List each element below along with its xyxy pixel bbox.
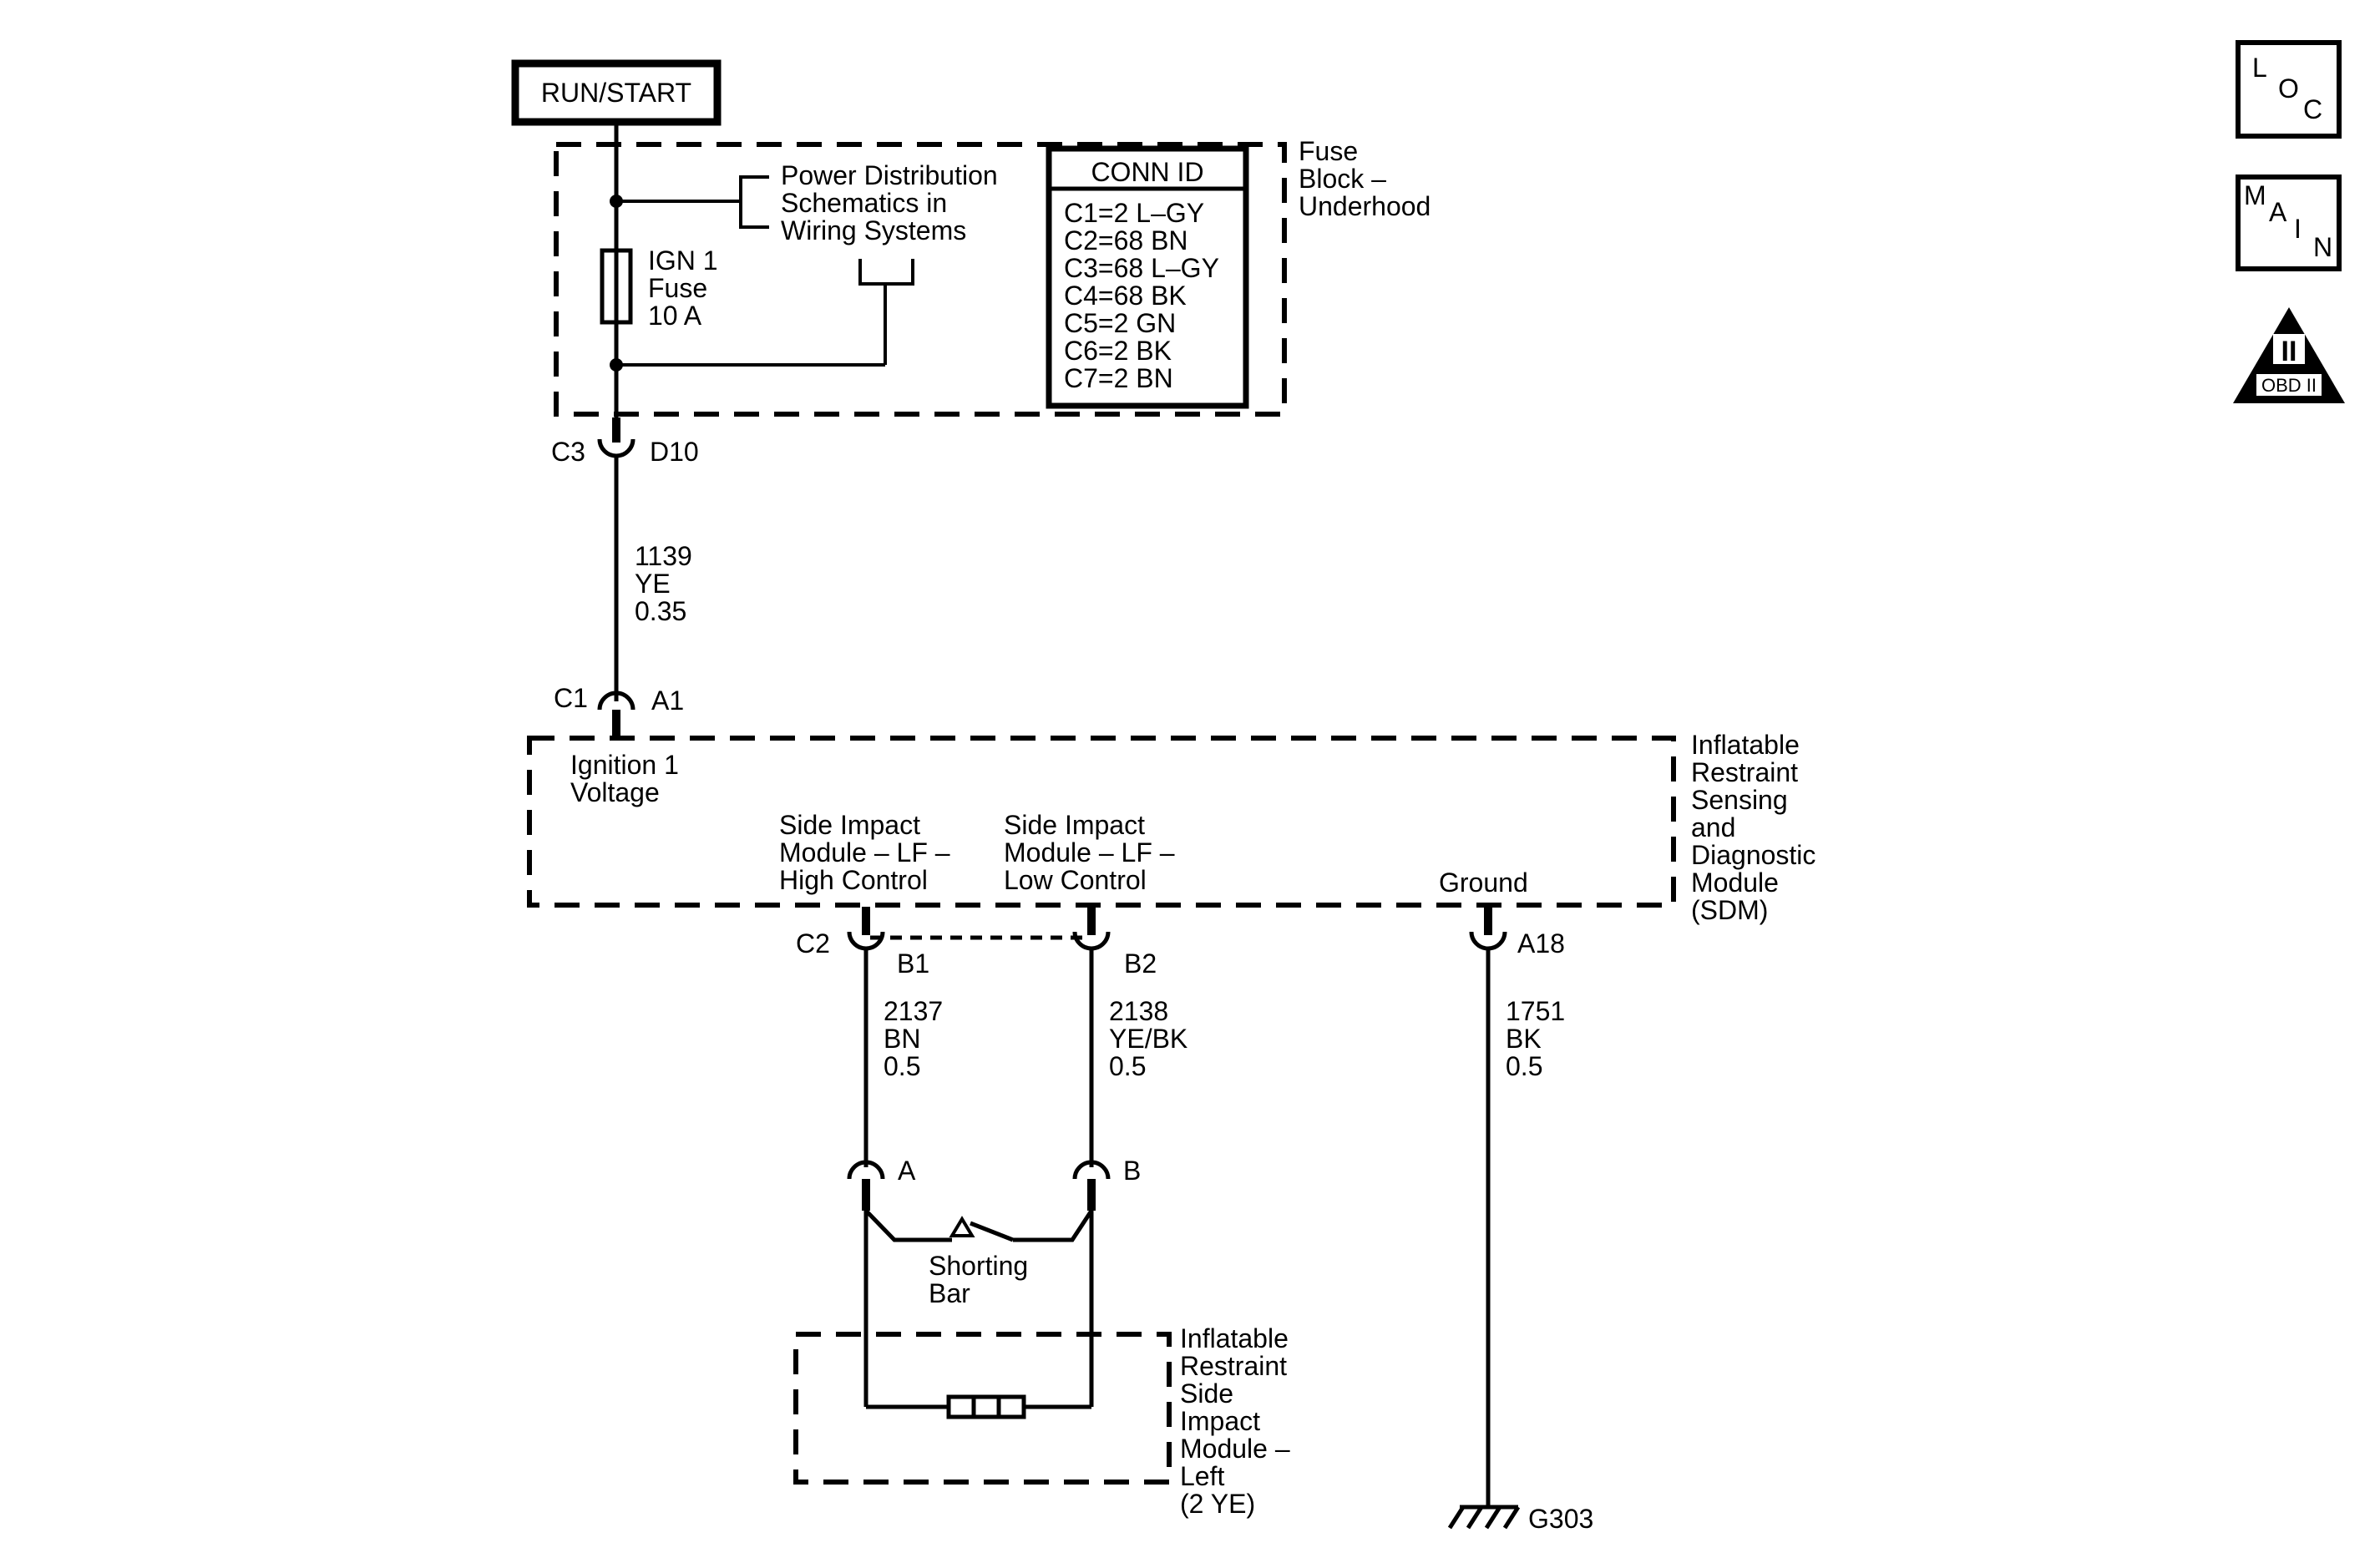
svg-text:A: A (2269, 197, 2287, 227)
run-start-label: RUN/START (541, 78, 691, 108)
power-distribution-bracket (739, 175, 769, 229)
svg-text:I: I (2294, 214, 2302, 244)
side-impact-module: Inflatable Restraint Side Impact Module … (793, 1323, 1298, 1519)
sdm-high-control-label: Side Impact Module – LF – High Control (779, 810, 957, 895)
wire-2137-label: 2137 BN 0.5 (884, 996, 950, 1081)
svg-text:M: M (2244, 180, 2266, 210)
main-icon[interactable]: M A I N (2236, 175, 2342, 271)
sdm-label: Inflatable Restraint Sensing and Diagnos… (1691, 730, 1823, 925)
svg-text:O: O (2278, 73, 2299, 104)
ground-g303-label: G303 (1528, 1504, 1593, 1534)
connector-d10-label: D10 (650, 437, 699, 467)
obd-ii-icon[interactable]: II OBD II (2233, 307, 2345, 403)
fuse-block-underhood: Fuse Block – Underhood Power Distributio… (554, 122, 1431, 443)
connector-a1-label: A1 (651, 685, 684, 716)
connector-c2-label: C2 (796, 928, 830, 959)
ground-icon (1447, 1505, 1521, 1530)
connector-a-label: A (898, 1156, 916, 1186)
power-distribution-ref-label: Power Distribution Schematics in Wiring … (781, 160, 1005, 245)
svg-text:N: N (2313, 232, 2332, 262)
shorting-bar-label: Shorting Bar (929, 1251, 1036, 1308)
connector-c1-a1: C1 A1 (554, 683, 684, 736)
run-start-source: RUN/START (511, 59, 722, 126)
shorting-bar (864, 1209, 1094, 1242)
connector-c2: C2 B1 B2 (796, 907, 1157, 979)
connector-a18: A18 (1469, 907, 1565, 959)
svg-text:OBD II: OBD II (2261, 375, 2317, 396)
ign1-fuse-label: IGN 1 Fuse 10 A (648, 245, 725, 331)
connector-b2-label: B2 (1124, 948, 1157, 979)
side-impact-module-label: Inflatable Restraint Side Impact Module … (1180, 1323, 1298, 1519)
svg-text:L: L (2252, 53, 2267, 83)
wire-1751-label: 1751 BK 0.5 (1506, 996, 1572, 1081)
connector-c3-d10: C3 D10 (551, 417, 699, 467)
connector-c1-label: C1 (554, 683, 588, 713)
connector-side-module: A B (847, 1156, 1141, 1211)
shorting-bar-contact-icon (949, 1216, 975, 1237)
wire-2138-label: 2138 YE/BK 0.5 (1109, 996, 1195, 1081)
sdm-module: Inflatable Restraint Sensing and Diagnos… (527, 730, 1823, 925)
conn-id-title: CONN ID (1091, 157, 1203, 187)
wire-1139-label: 1139 YE 0.35 (635, 541, 700, 626)
connector-b1-label: B1 (897, 948, 929, 979)
loc-icon[interactable]: L O C (2236, 40, 2342, 139)
connector-b-label: B (1123, 1156, 1141, 1186)
conn-id-list: C1=2 L–GY C2=68 BN C3=68 L–GY C4=68 BK C… (1064, 198, 1226, 393)
connector-c3-label: C3 (551, 437, 585, 467)
fuse-block-label: Fuse Block – Underhood (1299, 136, 1431, 221)
inflator-squib-icon (946, 1394, 1026, 1419)
power-distribution-return-bracket (858, 259, 914, 286)
conn-id-table: CONN ID C1=2 L–GY C2=68 BN C3=68 L–GY C4… (1046, 145, 1249, 409)
sdm-ground-label: Ground (1439, 868, 1528, 898)
connector-a18-label: A18 (1517, 928, 1565, 959)
sdm-low-control-label: Side Impact Module – LF – Low Control (1004, 810, 1182, 895)
sdm-ignition-label: Ignition 1 Voltage (570, 750, 686, 807)
svg-text:C: C (2303, 94, 2322, 124)
svg-text:II: II (2281, 336, 2297, 367)
